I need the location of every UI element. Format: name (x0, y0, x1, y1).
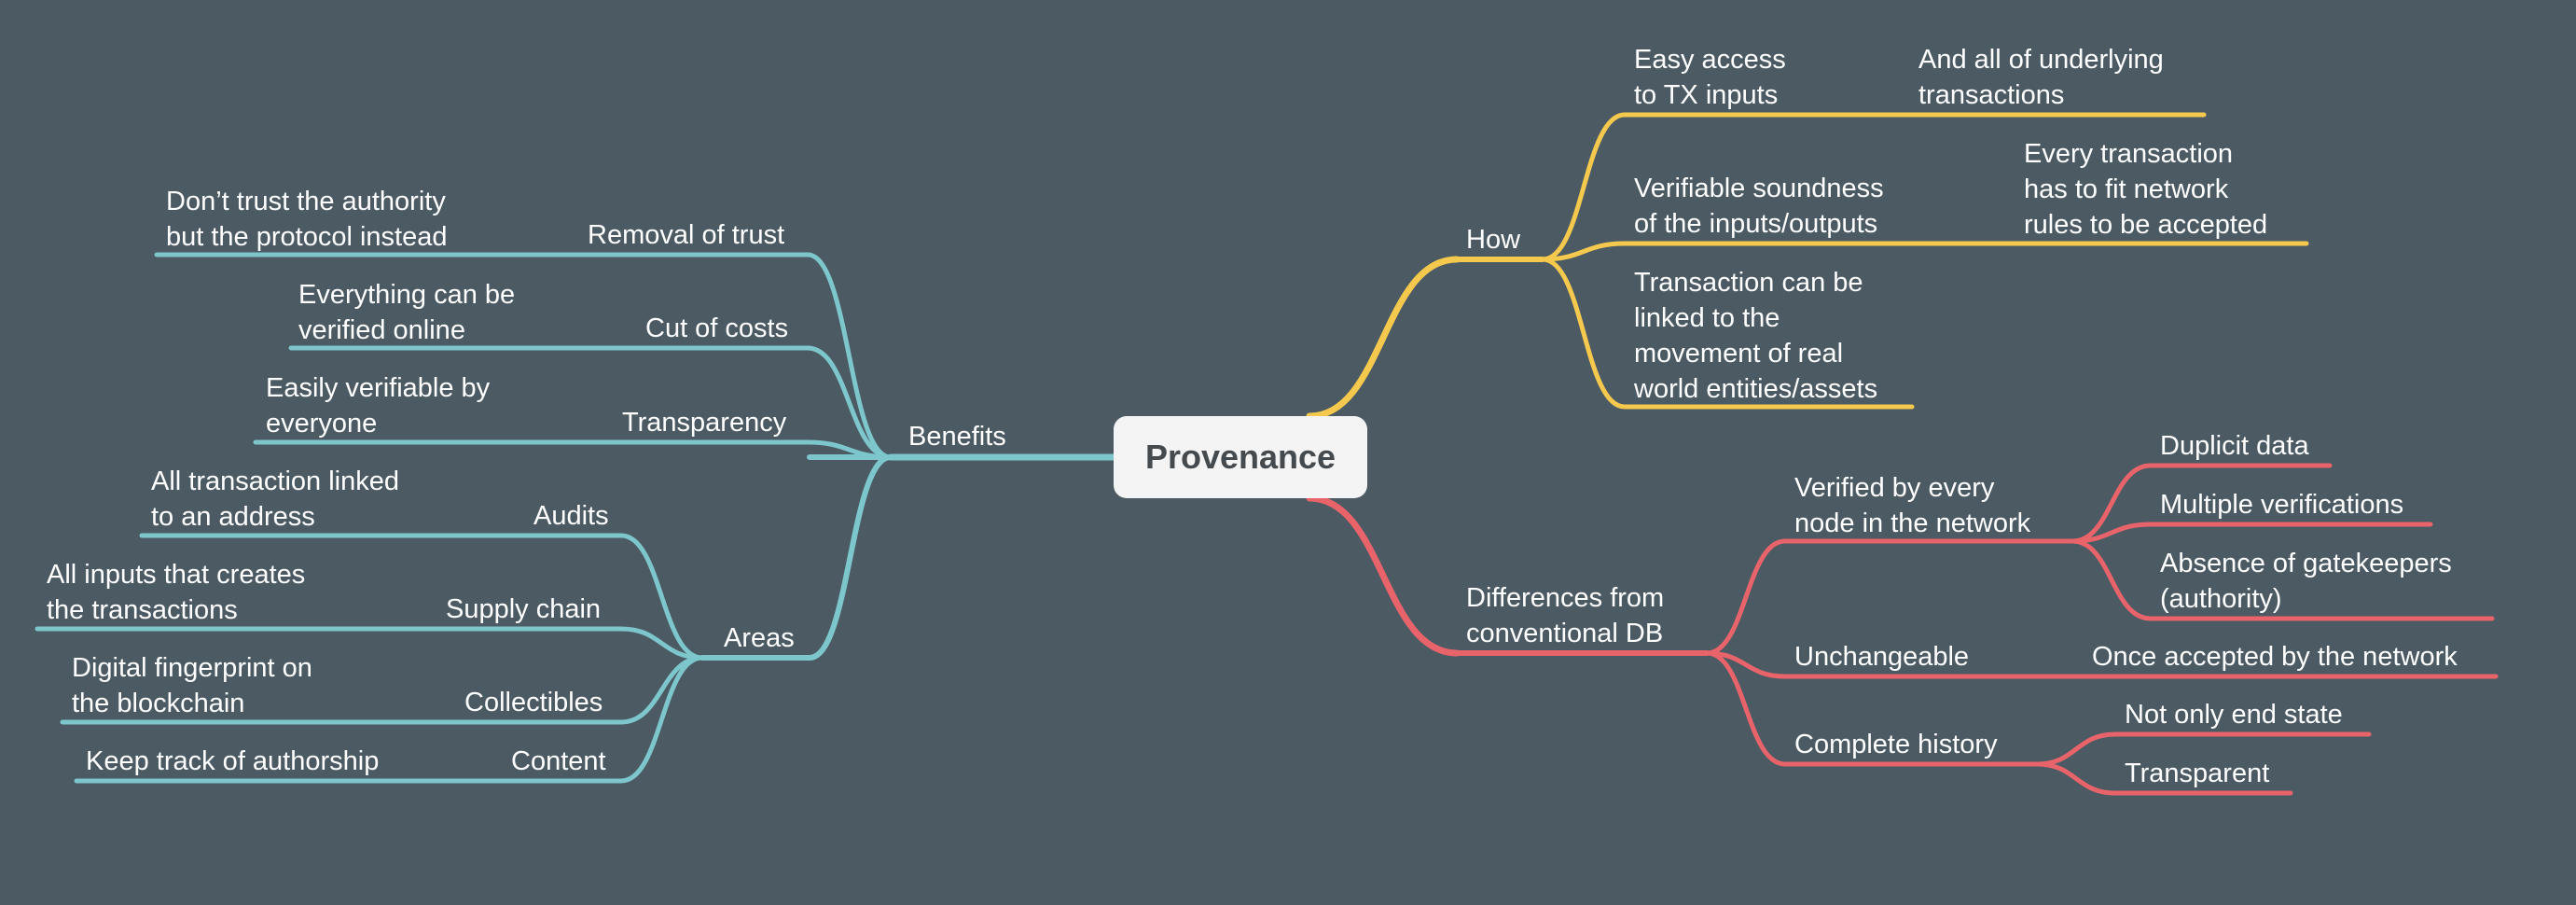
topic-supply-chain-detail[interactable]: All inputs that creates the transactions (47, 560, 306, 625)
connector-verified-multiple (2070, 522, 2154, 544)
topic-transaction-linked[interactable]: Transaction can be linked to the movemen… (1634, 268, 1878, 404)
topic-once-accepted[interactable]: Once accepted by the network (2092, 642, 2458, 672)
topic-transparency[interactable]: Transparency (622, 408, 787, 438)
topic-benefits[interactable]: Benefits (908, 422, 1006, 452)
topic-verified-by-every-node[interactable]: Verified by every node in the network (1794, 473, 2031, 538)
connector-how-verifiable (1540, 241, 1627, 262)
connector-benefits-transparency (805, 439, 893, 460)
connector-verified-duplicit (2070, 463, 2154, 544)
topic-removal-of-trust-detail[interactable]: Don’t trust the authority but the protoc… (166, 187, 448, 252)
connector-history-not-only (2034, 731, 2118, 767)
topic-collectibles[interactable]: Collectibles (464, 688, 603, 717)
topic-multiple-verifications[interactable]: Multiple verifications (2160, 490, 2404, 520)
topic-audits-detail[interactable]: All transaction linked to an address (151, 466, 399, 532)
topic-differences[interactable]: Differences from conventional DB (1466, 583, 1665, 648)
connector-benefits-areas (807, 454, 893, 661)
connector-areas-supply (618, 626, 705, 661)
topic-verifiable-soundness[interactable]: Verifiable soundness of the inputs/outpu… (1634, 174, 1884, 239)
topic-cut-of-costs[interactable]: Cut of costs (645, 313, 789, 343)
connector-benefits-removal (805, 252, 893, 460)
topic-duplicit-data[interactable]: Duplicit data (2160, 431, 2309, 461)
topic-cut-of-costs-detail[interactable]: Everything can be verified online (298, 280, 516, 345)
connector-differences-verified (1704, 538, 1788, 656)
topic-collectibles-detail[interactable]: Digital fingerprint on the blockchain (72, 653, 312, 718)
topic-removal-of-trust[interactable]: Removal of trust (588, 220, 785, 250)
topic-absence-of-gatekeepers[interactable]: Absence of gatekeepers (authority) (2160, 549, 2452, 614)
topic-transparent[interactable]: Transparent (2125, 759, 2270, 788)
topic-not-only-end-state[interactable]: Not only end state (2125, 700, 2343, 730)
root-topic-provenance[interactable]: Provenance (1114, 416, 1367, 498)
topic-areas[interactable]: Areas (724, 623, 795, 653)
connector-differences-history (1704, 650, 1788, 767)
topic-verifiable-soundness-detail[interactable]: Every transaction has to fit network rul… (2024, 139, 2268, 240)
connector-root-differences (1306, 494, 1461, 657)
connector-areas-content (618, 655, 705, 784)
connector-root-how (1306, 256, 1461, 420)
topic-audits[interactable]: Audits (533, 501, 609, 531)
topic-easy-access-detail[interactable]: And all of underlying transactions (1918, 45, 2164, 110)
topic-supply-chain[interactable]: Supply chain (446, 594, 602, 624)
topic-transparency-detail[interactable]: Easily verifiable by everyone (266, 373, 491, 439)
topic-unchangeable[interactable]: Unchangeable (1794, 642, 1970, 672)
topic-content-detail[interactable]: Keep track of authorship (86, 746, 380, 776)
connector-history-transparent (2034, 761, 2118, 796)
topic-complete-history[interactable]: Complete history (1794, 730, 1998, 759)
connector-areas-audits (618, 533, 705, 661)
connector-benefits-cut (805, 345, 893, 460)
topic-how[interactable]: How (1466, 225, 1521, 255)
connector-how-transaction (1540, 257, 1627, 410)
connector-verified-absence (2070, 538, 2154, 621)
topic-content[interactable]: Content (511, 746, 606, 776)
topic-easy-access[interactable]: Easy access to TX inputs (1634, 45, 1786, 110)
connector-how-easy (1540, 112, 1627, 262)
